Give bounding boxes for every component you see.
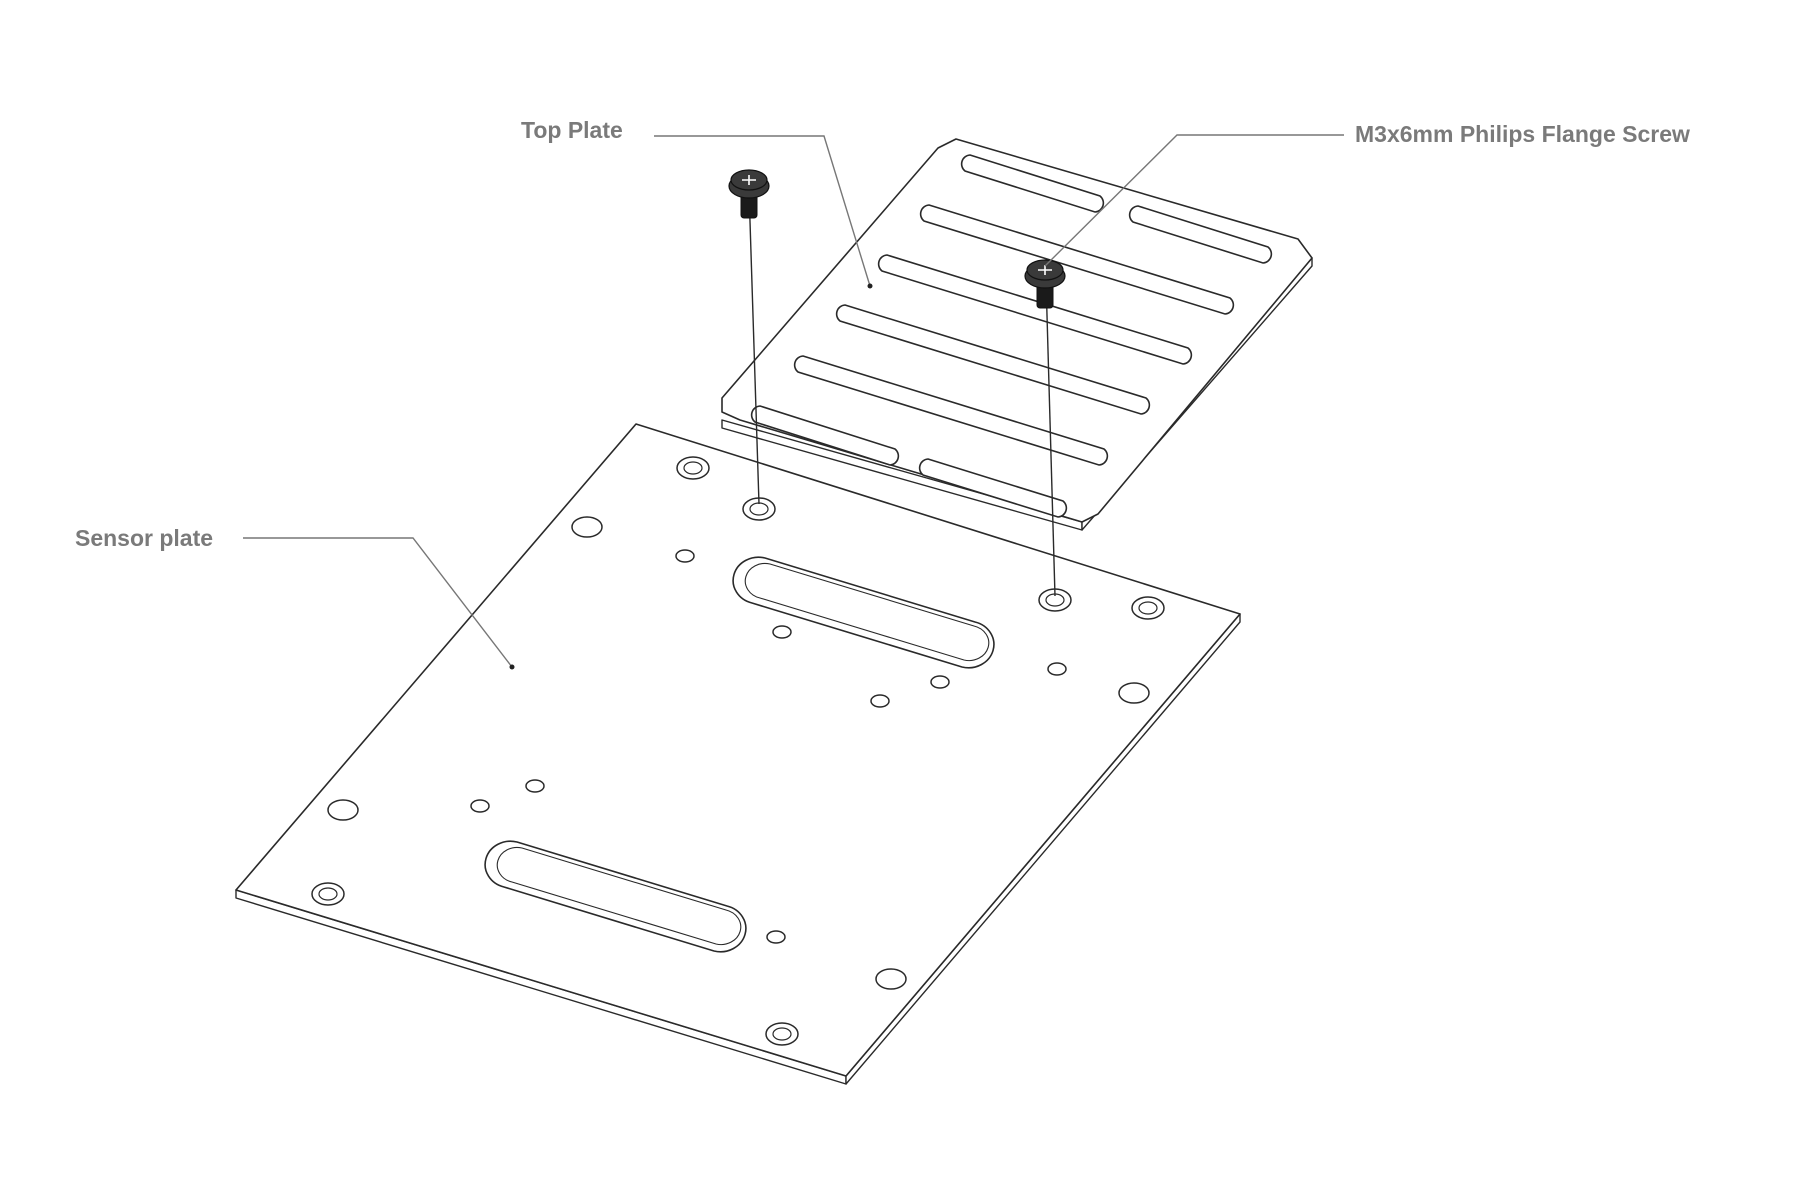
top-plate-vent-slots (750, 154, 1273, 518)
callout-sensor-plate: Sensor plate (75, 525, 515, 670)
sensor-plate-holes (311, 456, 1165, 1046)
flange-screw-right (1024, 259, 1066, 309)
sensor-plate-face (235, 423, 1241, 1077)
sensor-plate (235, 423, 1241, 1085)
sensor-plate-slot-lower (484, 840, 747, 953)
flange-screw-left (728, 169, 770, 219)
callout-screw-label: M3x6mm Philips Flange Screw (1355, 121, 1690, 147)
callout-top-plate-label: Top Plate (521, 117, 623, 143)
callout-screw: M3x6mm Philips Flange Screw (1044, 121, 1690, 267)
callout-top-plate: Top Plate (521, 117, 873, 289)
callout-sensor-plate-label: Sensor plate (75, 525, 213, 551)
assembly-guides (748, 189, 1056, 597)
sensor-plate-slot-upper (732, 556, 995, 669)
top-plate-face (721, 138, 1313, 523)
top-plate (721, 138, 1313, 531)
